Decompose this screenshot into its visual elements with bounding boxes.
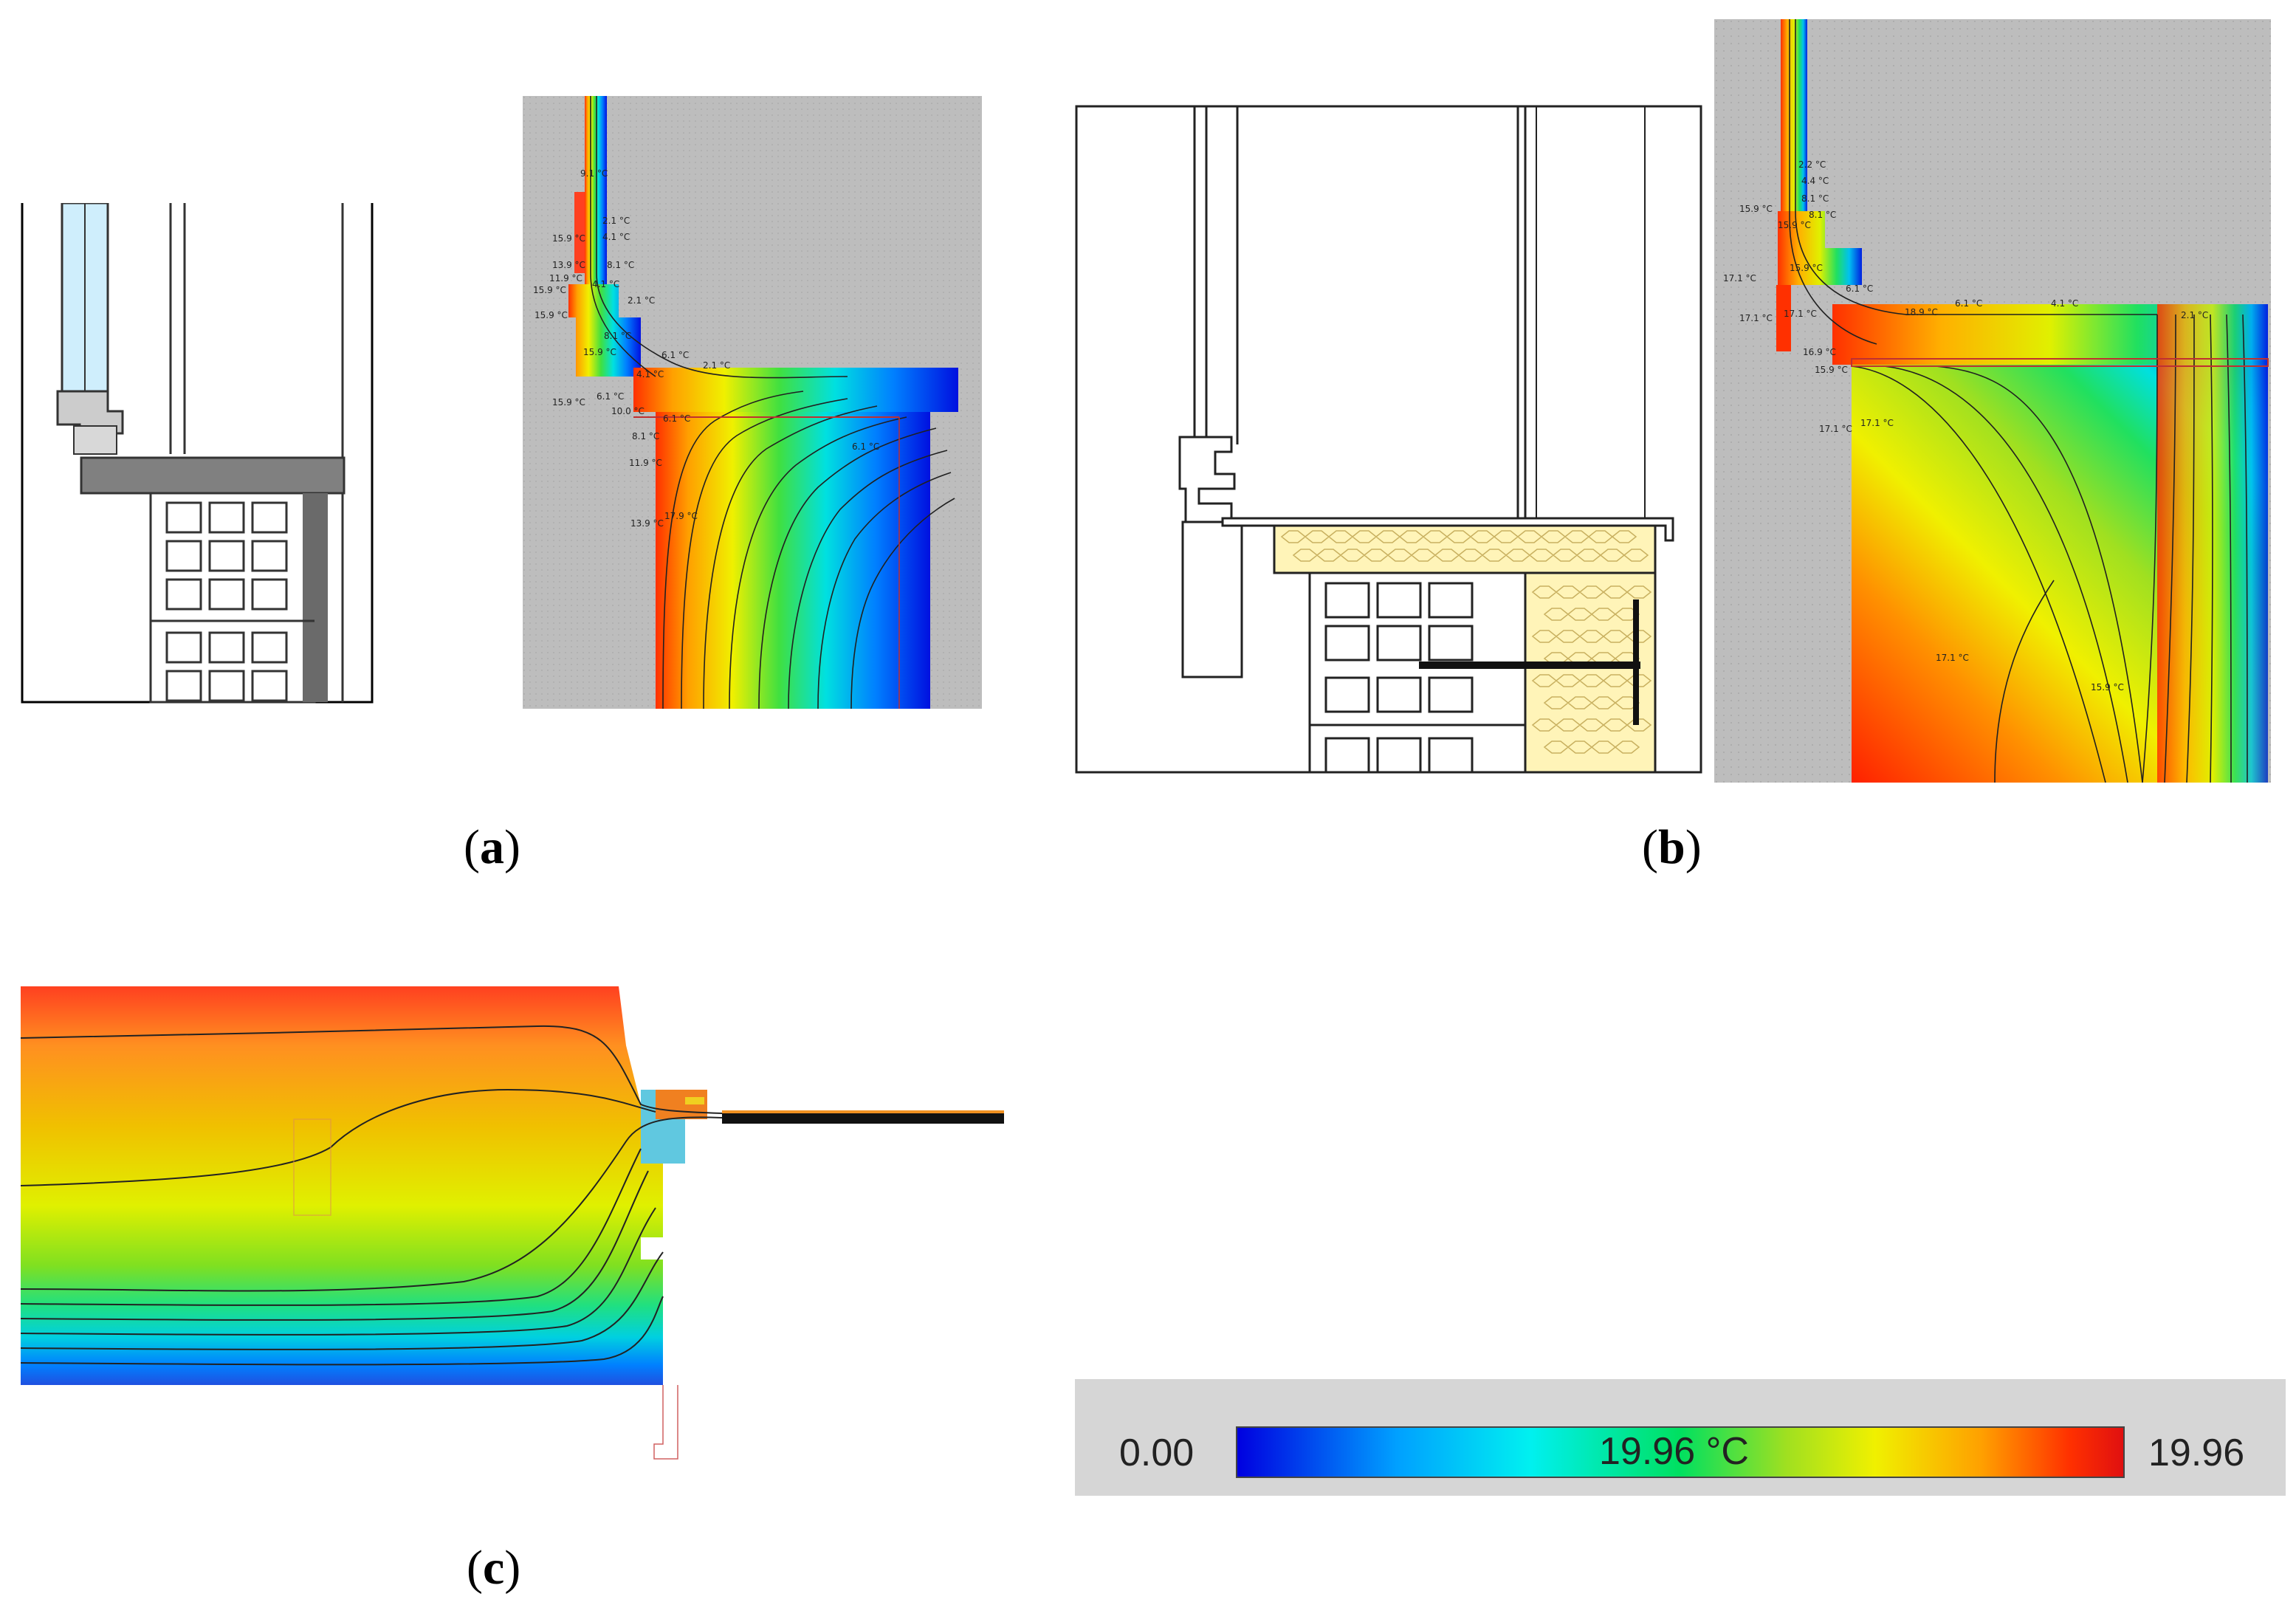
iso-label: 17.1 °C (1860, 418, 1894, 428)
iso-label: 17.1 °C (1936, 653, 1969, 663)
temperature-legend: 0.00 19.96 °C 19.96 (1075, 1379, 2286, 1496)
iso-label: 9.1 °C (580, 168, 608, 179)
iso-label: 17.9 °C (664, 511, 698, 521)
iso-label: 15.9 °C (1815, 365, 1848, 375)
iso-label: 15.9 °C (1778, 220, 1811, 230)
panel-a-thermal-map (523, 96, 982, 709)
iso-label: 17.1 °C (1784, 309, 1817, 319)
iso-label: 2.1 °C (602, 216, 630, 226)
iso-label: 15.9 °C (2091, 682, 2124, 693)
panel-b-drawing (1075, 105, 1702, 774)
iso-label: 4.4 °C (1801, 176, 1829, 186)
iso-label: 4.1 °C (592, 279, 620, 289)
iso-label: 13.9 °C (630, 518, 664, 529)
iso-label: 15.9 °C (1739, 204, 1773, 214)
iso-label: 6.1 °C (661, 350, 690, 360)
iso-label: 8.1 °C (607, 260, 635, 270)
caption-b-letter: b (1657, 820, 1685, 874)
caption-c-letter: c (482, 1541, 505, 1595)
iso-label: 6.1 °C (663, 413, 691, 424)
iso-label: 17.1 °C (1739, 313, 1773, 323)
color-scale-bar (1236, 1426, 2125, 1478)
iso-label: 13.9 °C (552, 260, 585, 270)
iso-label: 8.1 °C (1809, 210, 1837, 220)
caption-a-letter: a (479, 820, 504, 874)
iso-label: 15.9 °C (1790, 263, 1823, 273)
iso-label: 11.9 °C (549, 273, 582, 283)
iso-label: 15.9 °C (552, 397, 585, 408)
iso-label: 18.9 °C (1905, 307, 1938, 317)
caption-b: (b) (1642, 820, 1702, 874)
iso-label: 15.9 °C (533, 285, 566, 295)
iso-label: 6.1 °C (1955, 298, 1983, 309)
iso-label: 4.1 °C (2051, 298, 2079, 309)
panel-a-drawing (21, 203, 375, 705)
iso-label: 8.1 °C (1801, 193, 1829, 204)
iso-label: 17.1 °C (1819, 424, 1852, 434)
iso-label: 6.1 °C (852, 441, 880, 452)
panel-c-thermal-map (21, 986, 1004, 1466)
caption-c: (c) (467, 1541, 521, 1595)
iso-label: 2.1 °C (2181, 310, 2209, 320)
iso-label: 2.1 °C (703, 360, 731, 371)
panel-b-thermal-map (1714, 19, 2271, 783)
iso-label: 2.2 °C (1798, 159, 1826, 170)
iso-label: 8.1 °C (604, 331, 632, 341)
caption-a: (a) (464, 820, 520, 874)
iso-label: 2.1 °C (628, 295, 656, 306)
iso-label: 17.1 °C (1723, 273, 1756, 283)
iso-label: 8.1 °C (632, 431, 660, 441)
legend-max-label: 19.96 (2148, 1432, 2245, 1474)
iso-label: 6.1 °C (1846, 283, 1874, 294)
iso-label: 15.9 °C (583, 347, 616, 357)
legend-center-label: 19.96 °C (1599, 1430, 1749, 1473)
iso-label: 4.1 °C (636, 369, 664, 379)
iso-label: 15.9 °C (535, 310, 568, 320)
iso-label: 4.1 °C (602, 232, 630, 242)
iso-label: 6.1 °C (597, 391, 625, 402)
iso-label: 15.9 °C (552, 233, 585, 244)
iso-label: 11.9 °C (629, 458, 662, 468)
iso-label: 16.9 °C (1803, 347, 1836, 357)
legend-min-label: 0.00 (1119, 1432, 1195, 1474)
iso-label: 10.0 °C (611, 406, 645, 416)
